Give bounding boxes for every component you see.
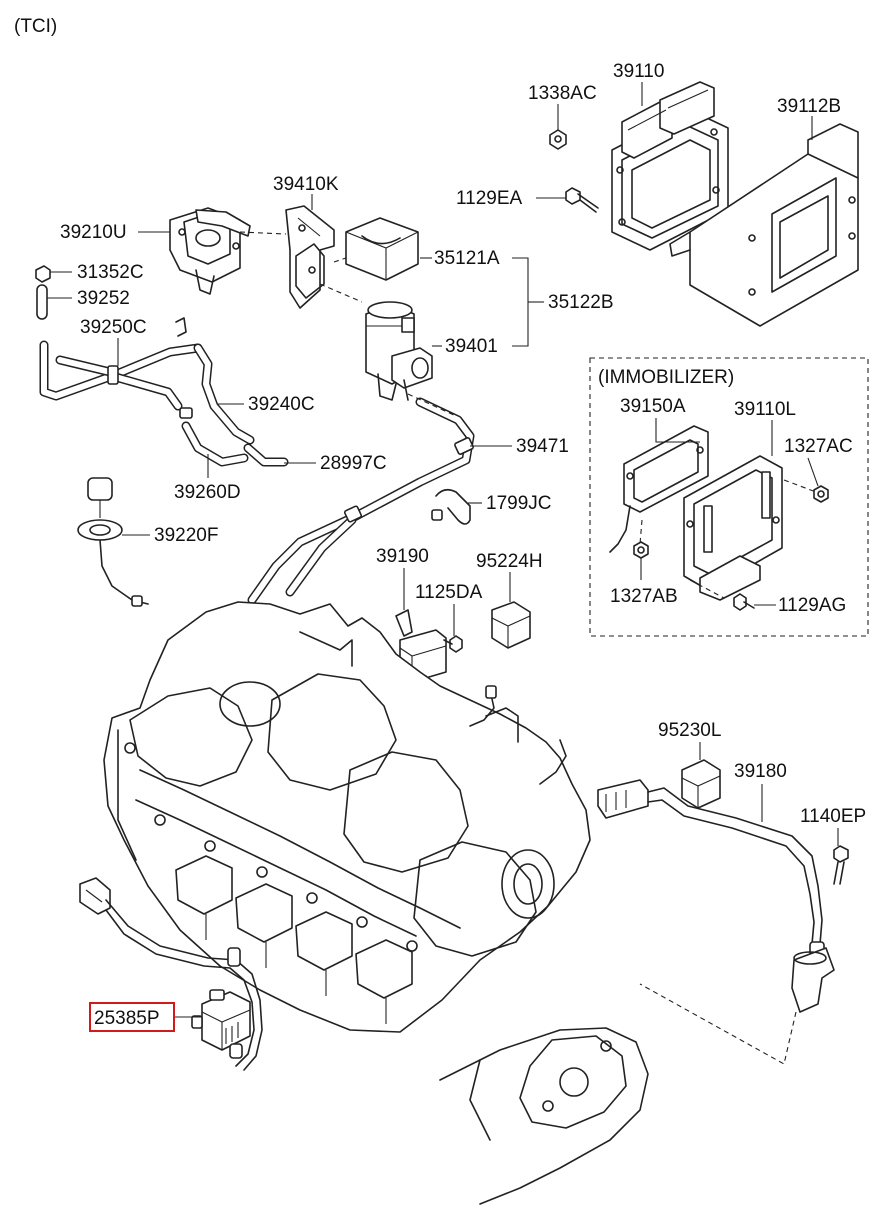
knock-sensor-39220F[interactable] xyxy=(77,477,149,607)
clip-1799JC[interactable] xyxy=(431,488,471,525)
hose-28997C[interactable] xyxy=(243,443,289,467)
immobilizer-title: (IMMOBILIZER) xyxy=(598,367,734,388)
callout-1799JC[interactable]: 1799JC xyxy=(486,493,552,514)
callout-39240C[interactable]: 39240C xyxy=(248,394,315,415)
callout-1338AC[interactable]: 1338AC xyxy=(528,83,597,104)
callout-39471[interactable]: 39471 xyxy=(516,436,569,457)
callout-31352C[interactable]: 31352C xyxy=(77,262,144,283)
variant-label: (TCI) xyxy=(14,16,57,37)
callout-39220F[interactable]: 39220F xyxy=(154,525,218,546)
sensor-39210U[interactable] xyxy=(169,207,251,295)
callout-1327AC[interactable]: 1327AC xyxy=(784,436,853,457)
nut-1327AC[interactable] xyxy=(813,485,829,503)
callout-39150A[interactable]: 39150A xyxy=(620,396,686,417)
callout-39110[interactable]: 39110 xyxy=(613,61,664,82)
immobilizer-group-box xyxy=(589,357,869,637)
immobilizer-ecu-39110L[interactable] xyxy=(683,455,783,601)
bolt-1125DA[interactable] xyxy=(443,635,463,653)
hose-39260D[interactable] xyxy=(179,407,249,467)
relay-95230L[interactable] xyxy=(681,759,721,809)
callout-39112B[interactable]: 39112B xyxy=(777,96,841,117)
callout-1125DA[interactable]: 1125DA xyxy=(415,582,483,603)
callout-labels: 39110 1338AC 39112B 1129EA 39410K 39210U… xyxy=(60,61,866,1029)
hose-assembly-39250C[interactable] xyxy=(39,317,255,445)
bolt-1129AG[interactable] xyxy=(733,593,755,611)
callout-39260D[interactable]: 39260D xyxy=(174,482,241,503)
callout-1140EP[interactable]: 1140EP xyxy=(800,806,866,827)
callout-39252[interactable]: 39252 xyxy=(77,288,130,309)
highlight-box-25385P xyxy=(89,1002,175,1032)
nut-1327AB[interactable] xyxy=(633,541,649,559)
bolt-1129EA[interactable] xyxy=(565,187,599,213)
hose-39471[interactable] xyxy=(247,397,475,605)
hose-39252[interactable] xyxy=(36,284,48,320)
bolt-1140EP[interactable] xyxy=(833,845,849,885)
callout-39180[interactable]: 39180 xyxy=(734,761,787,782)
clamp-31352C[interactable] xyxy=(35,265,51,283)
callout-39190[interactable]: 39190 xyxy=(376,546,429,567)
callout-95224H[interactable]: 95224H xyxy=(476,551,543,572)
bracket-39112B[interactable] xyxy=(669,123,859,327)
callout-1327AB[interactable]: 1327AB xyxy=(610,586,678,607)
callout-39410K[interactable]: 39410K xyxy=(273,174,339,195)
callout-25385P[interactable]: 25385P xyxy=(94,1008,160,1029)
sensor-harness-25385P[interactable] xyxy=(79,877,263,1071)
callout-39401[interactable]: 39401 xyxy=(445,336,498,357)
harness-39180[interactable] xyxy=(597,779,825,957)
callout-28997C[interactable]: 28997C xyxy=(320,453,387,474)
solenoid-valve-39401[interactable] xyxy=(365,301,433,401)
callout-39210U[interactable]: 39210U xyxy=(60,222,127,243)
transmission-housing xyxy=(439,1027,649,1205)
bracket-39150A[interactable] xyxy=(609,425,709,553)
callout-35121A[interactable]: 35121A xyxy=(434,248,500,269)
callout-95230L[interactable]: 95230L xyxy=(658,720,721,741)
callout-39110L[interactable]: 39110L xyxy=(734,399,796,420)
bracket-39410K[interactable] xyxy=(285,205,335,309)
callout-1129AG[interactable]: 1129AG xyxy=(778,595,846,616)
crank-sensor[interactable] xyxy=(791,947,835,1013)
cover-35121A[interactable] xyxy=(345,217,419,281)
callout-39250C[interactable]: 39250C xyxy=(80,317,147,338)
nut-1338AC[interactable] xyxy=(549,129,567,150)
callout-35122B[interactable]: 35122B xyxy=(548,292,614,313)
callout-1129EA[interactable]: 1129EA xyxy=(456,188,523,209)
relay-95224H[interactable] xyxy=(491,601,531,649)
engine-block xyxy=(103,601,591,1033)
leader-lines xyxy=(47,82,839,1018)
ecu-39110[interactable] xyxy=(611,81,729,251)
